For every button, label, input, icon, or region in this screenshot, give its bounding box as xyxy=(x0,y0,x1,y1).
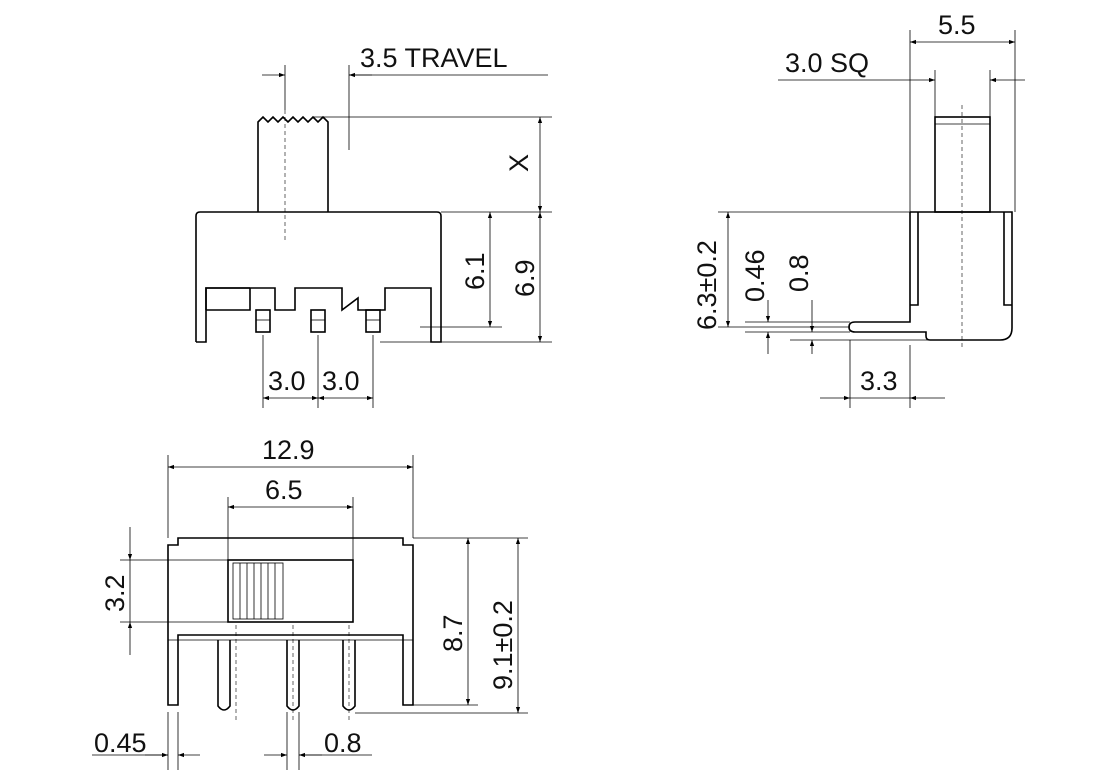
lead-length-label: 3.3 xyxy=(860,366,898,396)
tab-thickness-label: 0.45 xyxy=(94,728,147,758)
length-label: 12.9 xyxy=(262,435,315,465)
top-body xyxy=(167,537,414,706)
switch-body xyxy=(195,211,442,343)
travel-label: 3.5 TRAVEL xyxy=(360,43,508,73)
pin-2 xyxy=(310,309,326,333)
side-actuator xyxy=(934,116,991,213)
pin-3 xyxy=(365,309,381,333)
side-body xyxy=(848,211,1013,341)
side-width-label: 5.5 xyxy=(938,10,976,40)
actuator-height-label: X xyxy=(504,154,534,172)
lead-thickness-label: 0.46 xyxy=(740,249,770,302)
pitch-left-label: 3.0 xyxy=(268,366,306,396)
total-depth-label: 9.1±0.2 xyxy=(488,600,518,690)
slot-length-label: 6.5 xyxy=(265,475,303,505)
body-height-label: 6.1 xyxy=(460,252,490,290)
actuator-size-label: 3.0 SQ xyxy=(785,48,869,78)
top-pin-1 xyxy=(217,640,231,711)
slot-width-label: 3.2 xyxy=(100,574,130,612)
body-depth-label: 8.7 xyxy=(438,614,468,652)
front-view: 3.5 TRAVEL X 6.1 6.9 3.0 3.0 xyxy=(195,43,552,408)
actuator xyxy=(257,115,329,212)
pin-width-label: 0.8 xyxy=(324,728,362,758)
lead-offset-label: 0.8 xyxy=(784,254,814,292)
pitch-right-label: 3.0 xyxy=(322,366,360,396)
slider-hatching xyxy=(232,562,284,620)
slider-slot xyxy=(227,559,354,623)
side-view: 5.5 3.0 SQ 6.3±0.2 0.46 0.8 3.3 xyxy=(692,10,1025,408)
side-height-label: 6.3±0.2 xyxy=(692,240,722,330)
total-height-label: 6.9 xyxy=(510,259,540,297)
pin-1 xyxy=(255,309,271,333)
top-view: 12.9 6.5 3.2 8.7 9.1±0.2 0.45 0.8 xyxy=(92,435,528,770)
